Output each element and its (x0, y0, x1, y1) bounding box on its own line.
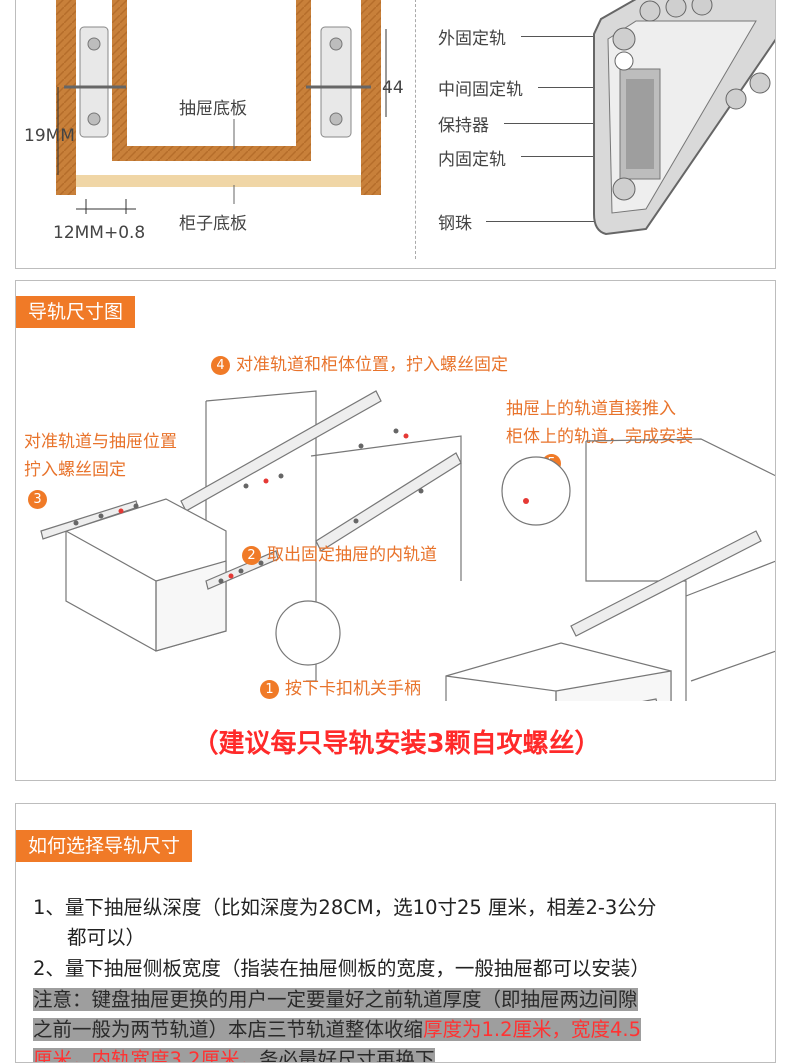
note-line2-red: 厚度为1.2厘米，宽度4.5 (423, 1018, 642, 1041)
screw-recommendation: （建议每只导轨安装3颗自攻螺丝） (192, 729, 601, 759)
panel1-divider (415, 0, 416, 259)
step3-badge: 3 (28, 490, 47, 509)
step3-text-line2: 拧入螺丝固定 (24, 460, 126, 480)
inner-rail-label: 内固定轨 (438, 150, 506, 170)
cabinet-bottom-label: 柜子底板 (179, 214, 247, 234)
item2-text: 2、量下抽屉侧板宽度（指装在抽屉侧板的宽度，一般抽屉都可以安装） (33, 957, 650, 980)
size-selection-panel: 如何选择导轨尺寸 1、量下抽屉纵深度（比如深度为28CM，选10寸25 厘米，相… (15, 803, 776, 1063)
step1-label: 按下卡扣机关手柄 (285, 679, 421, 699)
step4-label: 对准轨道和柜体位置，拧入螺丝固定 (236, 355, 508, 375)
step4-text: 4 对准轨道和柜体位置，拧入螺丝固定 (211, 350, 508, 375)
rail-dimension-tag: 导轨尺寸图 (16, 296, 136, 328)
installation-diagram (40, 390, 775, 701)
item1-line1: 1、量下抽屉纵深度（比如深度为28CM，选10寸25 厘米，相差2-3公分 (33, 896, 657, 919)
note-line2-gray: 之前一般为两节轨道）本店三节轨道整体收缩 (33, 1018, 424, 1041)
note-line2: 之前一般为两节轨道）本店三节轨道整体收缩厚度为1.2厘米，宽度4.5 (33, 1013, 642, 1042)
note-line3-red: 厘米，内轨宽度3.2厘米， (33, 1048, 260, 1062)
inner-rail-leader (521, 156, 656, 157)
note-line3-gray: 务必量好尺寸再换下 (259, 1048, 435, 1062)
step5-text-line1: 抽屉上的轨道直接推入 (506, 399, 676, 419)
outer-rail-label: 外固定轨 (438, 29, 506, 49)
outer-rail-leader (521, 36, 601, 37)
drawer-bottom-label: 抽屉底板 (179, 99, 247, 119)
steel-ball-label: 钢珠 (438, 214, 472, 234)
dimension-44-label: 44 (382, 78, 404, 98)
step2-text: 2 取出固定抽屉的内轨道 (242, 540, 437, 565)
size-selection-tag: 如何选择导轨尺寸 (16, 830, 193, 862)
step5-text-line2: 柜体上的轨道，完成安装 (506, 427, 693, 447)
middle-rail-leader (538, 87, 616, 88)
cabinet-cross-section-diagram (56, 0, 387, 214)
step1-text: 1 按下卡扣机关手柄 (260, 674, 421, 699)
step3-text-line1: 对准轨道与抽屉位置 (24, 432, 177, 452)
step4-badge: 4 (211, 356, 230, 375)
retainer-leader (504, 123, 644, 124)
note-line3: 厘米，内轨宽度3.2厘米，务必量好尺寸再换下 (33, 1043, 435, 1062)
step2-label: 取出固定抽屉的内轨道 (267, 545, 437, 565)
step1-badge: 1 (260, 680, 279, 699)
step3-badge-wrap: 3 (28, 489, 53, 509)
dimension-19mm-label: 19MM (24, 126, 75, 146)
retainer-label: 保持器 (438, 116, 489, 136)
note-line1: 注意：键盘抽屉更换的用户一定要量好之前轨道厚度（即抽屉两边间隙 (33, 983, 638, 1012)
item1-line2: 都可以） (67, 926, 146, 949)
steel-ball-leader (486, 221, 601, 222)
dimension-12mm-label: 12MM+0.8 (53, 223, 146, 243)
rail-structure-panel: 抽屉底板 柜子底板 19MM 12MM+0.8 44 外固定轨 中间固定轨 保持… (15, 0, 776, 269)
installation-panel: 导轨尺寸图 4 对准轨道和柜体位置，拧入螺丝固定 对准轨道与抽屉位置 拧入螺丝固定… (15, 280, 776, 781)
middle-rail-label: 中间固定轨 (438, 80, 523, 100)
step2-badge: 2 (242, 546, 261, 565)
note-line1-text: 注意：键盘抽屉更换的用户一定要量好之前轨道厚度（即抽屉两边间隙 (33, 988, 638, 1011)
rail-3d-illustration (593, 0, 775, 236)
